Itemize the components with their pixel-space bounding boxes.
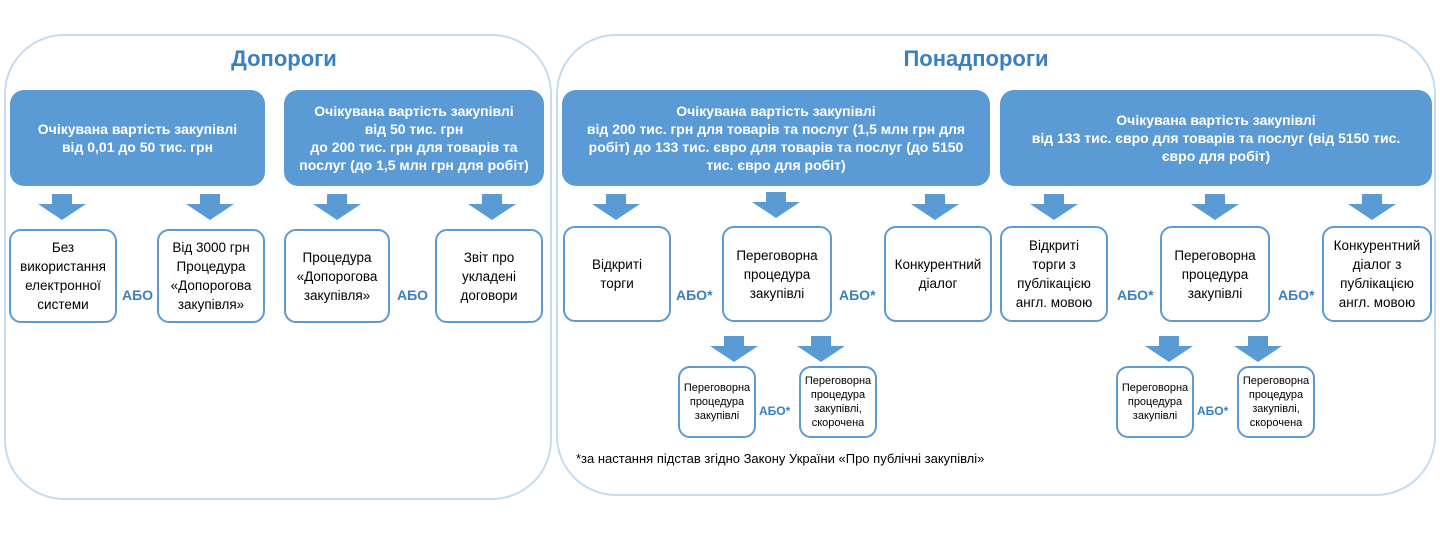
box-open-tenders-english: Відкриті торги з публікацією англ. мовою bbox=[1000, 226, 1108, 322]
down-arrow-icon bbox=[1348, 194, 1396, 220]
or-label: АБО* bbox=[759, 404, 791, 418]
down-arrow-icon bbox=[1030, 194, 1078, 220]
or-label: АБО* bbox=[676, 287, 713, 303]
or-label: АБО* bbox=[1197, 404, 1229, 418]
box-below-threshold-procedure: Процедура «Допорогова закупівля» bbox=[284, 229, 390, 323]
down-arrow-icon bbox=[1234, 336, 1282, 362]
down-arrow-icon bbox=[1191, 194, 1239, 220]
panel-title-below-threshold: Допороги bbox=[231, 46, 337, 71]
header-value-50k-200k: Очікувана вартість закупівлі від 50 тис.… bbox=[284, 90, 544, 186]
down-arrow-icon bbox=[313, 194, 361, 220]
or-label: АБО bbox=[397, 287, 429, 303]
or-label: АБО bbox=[122, 287, 154, 303]
or-label: АБО* bbox=[839, 287, 876, 303]
down-arrow-icon bbox=[38, 194, 86, 220]
box-negotiated-procedure: Переговорна процедура закупівлі bbox=[722, 226, 832, 322]
box-competitive-dialogue-english: Конкурентний діалог з публікацією англ. … bbox=[1322, 226, 1432, 322]
box-open-tenders: Відкриті торги bbox=[563, 226, 671, 322]
box-negotiated-procedure-short: Переговорна процедура закупівлі, скороче… bbox=[799, 366, 877, 438]
box-no-electronic-system: Без використання електронної системи bbox=[9, 229, 117, 323]
or-label: АБО* bbox=[1278, 287, 1315, 303]
box-competitive-dialogue: Конкурентний діалог bbox=[884, 226, 992, 322]
panel-title-above-threshold: Понадпороги bbox=[903, 46, 1049, 71]
header-value-200k-133k-eur: Очікувана вартість закупівлі від 200 тис… bbox=[562, 90, 990, 186]
or-label: АБО* bbox=[1117, 287, 1154, 303]
down-arrow-icon bbox=[911, 194, 959, 220]
footnote: *за настання підстав згідно Закону Украї… bbox=[576, 451, 985, 466]
box-contracts-report: Звіт про укладені договори bbox=[435, 229, 543, 323]
box-negotiated-procedure-sub-2: Переговорна процедура закупівлі bbox=[1116, 366, 1194, 438]
down-arrow-icon bbox=[752, 192, 800, 218]
down-arrow-icon bbox=[592, 194, 640, 220]
down-arrow-icon bbox=[1145, 336, 1193, 362]
down-arrow-icon bbox=[468, 194, 516, 220]
header-value-above-133k-eur: Очікувана вартість закупівлі від 133 тис… bbox=[1000, 90, 1432, 186]
box-from-3000-procedure: Від 3000 грн Процедура «Допорогова закуп… bbox=[157, 229, 265, 323]
down-arrow-icon bbox=[797, 336, 845, 362]
box-negotiated-procedure-sub: Переговорна процедура закупівлі bbox=[678, 366, 756, 438]
down-arrow-icon bbox=[710, 336, 758, 362]
header-value-0-50k: Очікувана вартість закупівлі від 0,01 до… bbox=[10, 90, 265, 186]
down-arrow-icon bbox=[186, 194, 234, 220]
box-negotiated-procedure-2: Переговорна процедура закупівлі bbox=[1160, 226, 1270, 322]
box-negotiated-procedure-short-2: Переговорна процедура закупівлі, скороче… bbox=[1237, 366, 1315, 438]
